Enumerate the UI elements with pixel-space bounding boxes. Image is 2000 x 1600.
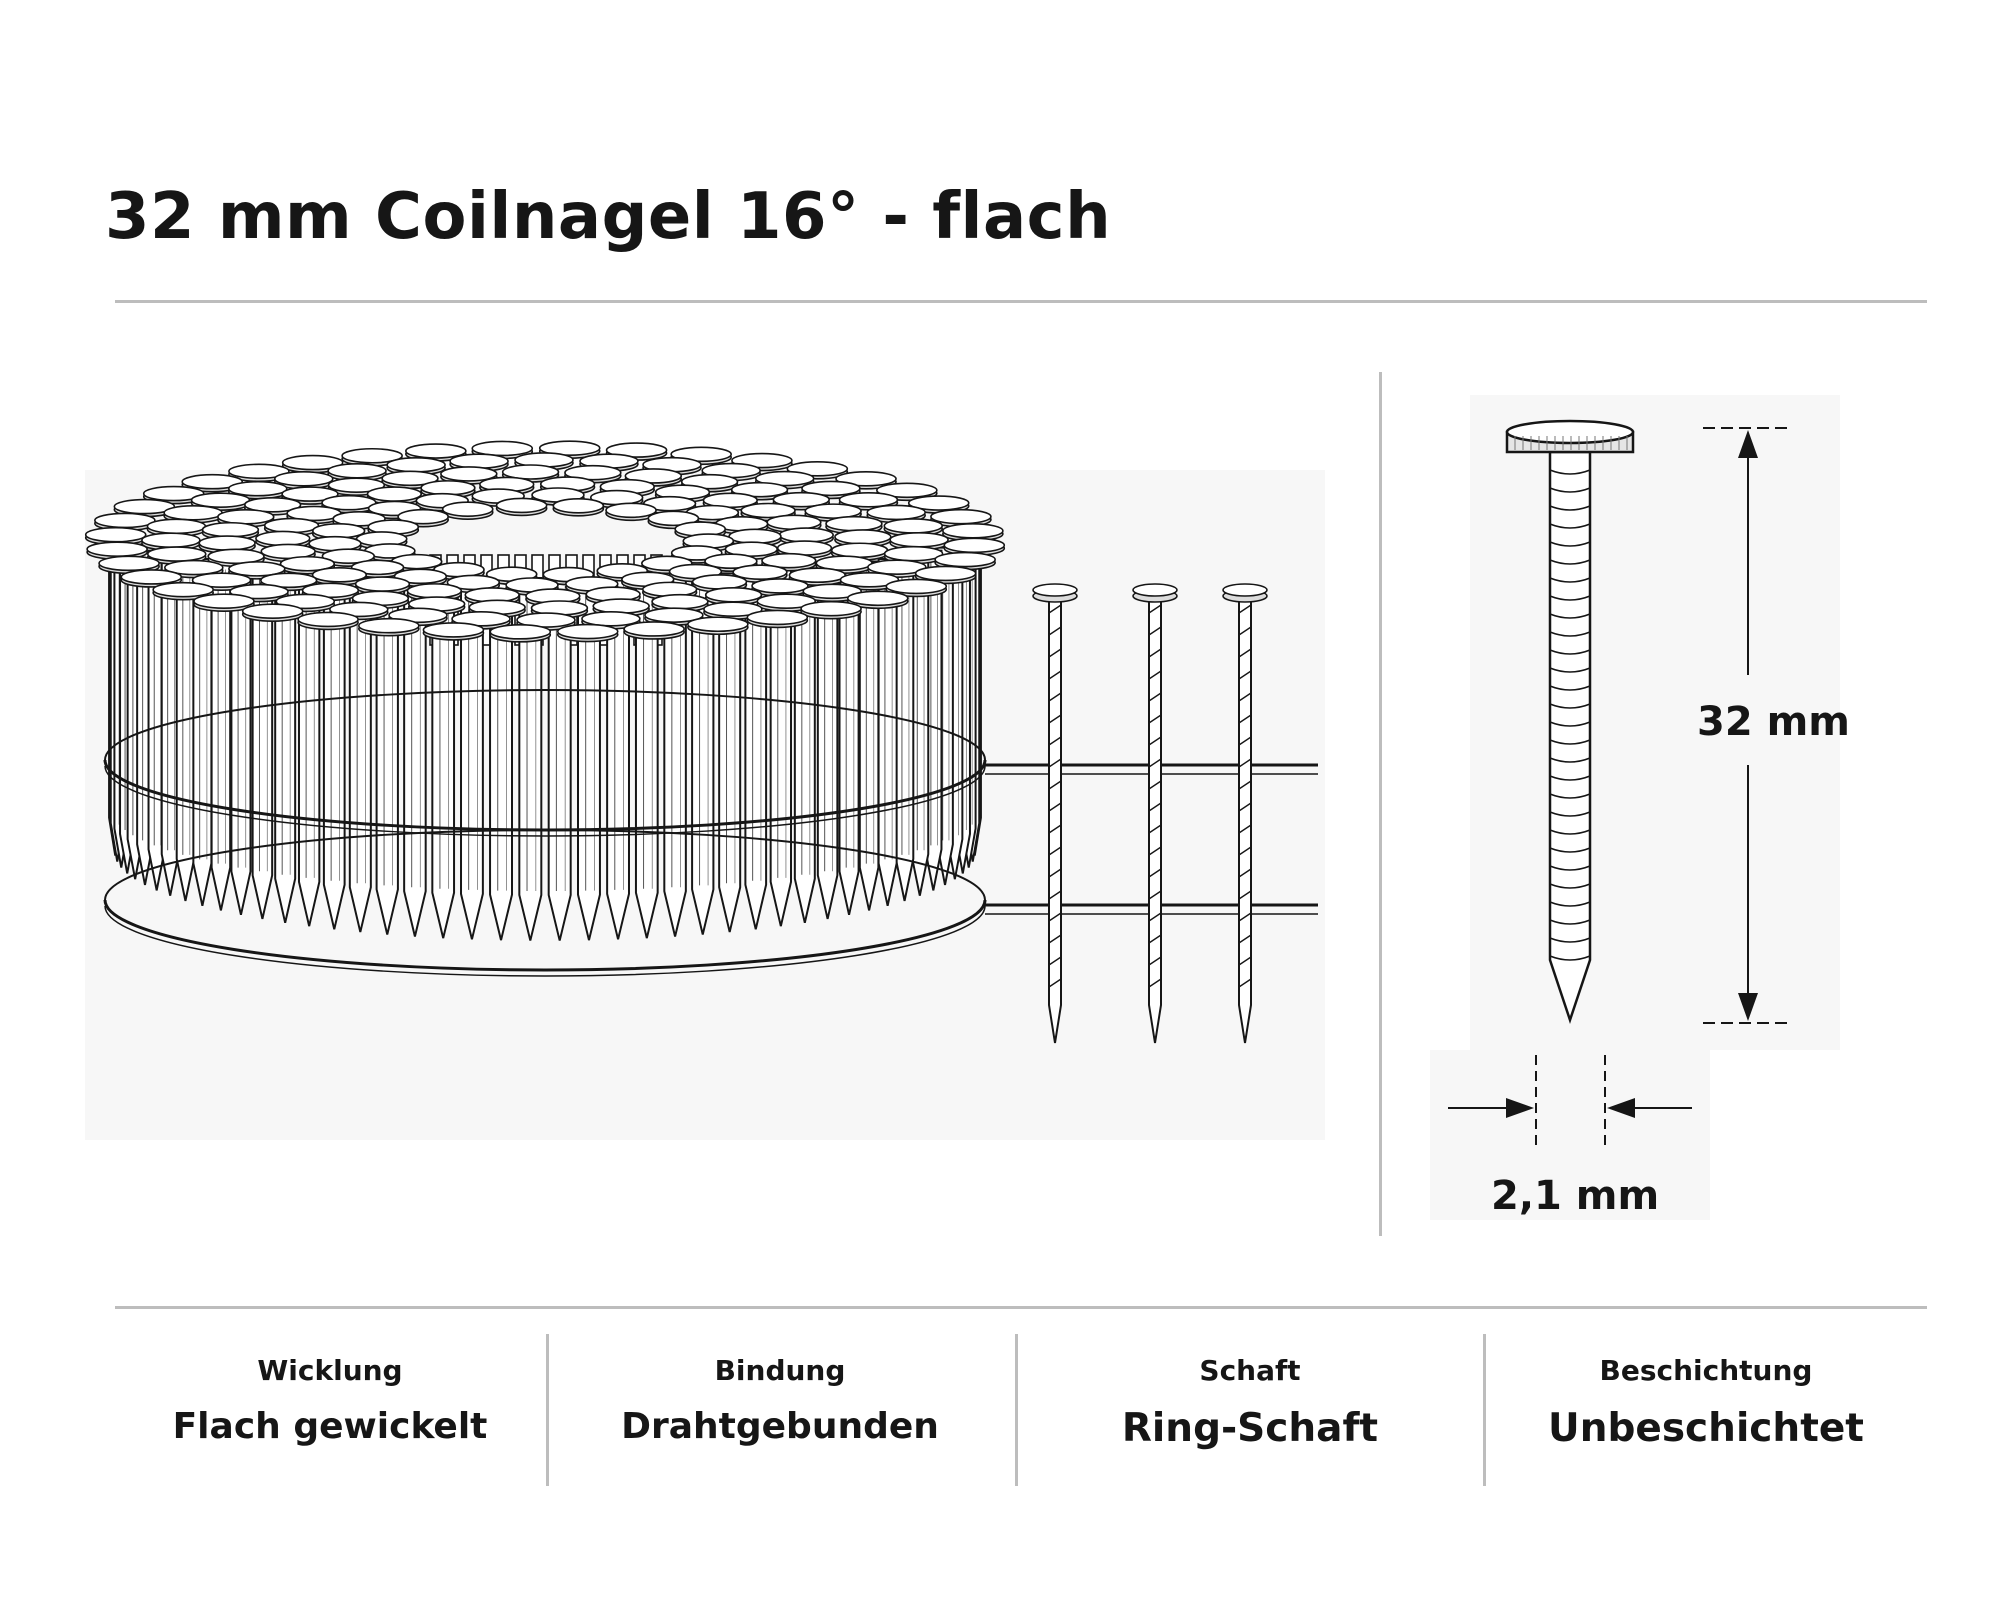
spec-table: Wicklung Flach gewickelt Bindung Drahtge… bbox=[115, 1334, 1927, 1490]
length-dimension-line bbox=[1680, 395, 1840, 1050]
coil-nail bbox=[858, 560, 880, 911]
coil-nail bbox=[348, 572, 372, 933]
nail-coil-illustration bbox=[84, 440, 1325, 1140]
spec-label: Wicklung bbox=[257, 1354, 403, 1387]
coil-front-shafts bbox=[108, 530, 982, 941]
coil-nail bbox=[460, 576, 484, 940]
coil-nail bbox=[230, 562, 252, 916]
spec-value: Ring-Schaft bbox=[1121, 1406, 1379, 1451]
title-divider bbox=[115, 300, 1927, 303]
coil-nail bbox=[793, 567, 816, 923]
diameter-dimension-line bbox=[1430, 1050, 1710, 1220]
spec-wicklung: Wicklung Flach gewickelt bbox=[115, 1334, 545, 1490]
section-divider bbox=[1379, 372, 1382, 1236]
coil-nail bbox=[744, 570, 768, 930]
coil-nail bbox=[894, 555, 915, 902]
coil-nail bbox=[877, 558, 898, 906]
spec-divider bbox=[1015, 1334, 1018, 1486]
spec-divider bbox=[1483, 1334, 1486, 1486]
spec-beschichtung: Beschichtung Unbeschichtet bbox=[1485, 1334, 1927, 1490]
loose-nail bbox=[1132, 583, 1178, 1044]
specs-divider bbox=[115, 1306, 1927, 1309]
diameter-label: 2,1 mm bbox=[1491, 1173, 1660, 1219]
coil-nail bbox=[403, 574, 427, 937]
coil-nail bbox=[175, 555, 196, 902]
coil-nail bbox=[210, 560, 232, 911]
spec-label: Bindung bbox=[714, 1354, 846, 1387]
spec-label: Beschichtung bbox=[1599, 1354, 1813, 1387]
spec-divider bbox=[546, 1334, 549, 1486]
coil-binding-wires bbox=[103, 689, 1318, 977]
spec-schaft: Schaft Ring-Schaft bbox=[1015, 1334, 1485, 1490]
spec-value: Drahtgebunden bbox=[621, 1406, 939, 1447]
page-title: 32 mm Coilnagel 16° - flach bbox=[105, 180, 1112, 254]
loose-nail bbox=[1222, 583, 1268, 1044]
spec-label: Schaft bbox=[1199, 1354, 1301, 1387]
spec-value: Unbeschichtet bbox=[1548, 1406, 1864, 1451]
loose-nails-illustration bbox=[1032, 583, 1268, 1044]
spec-bindung: Bindung Drahtgebunden bbox=[545, 1334, 1015, 1490]
coil-nail bbox=[297, 569, 321, 927]
coil-nail bbox=[816, 565, 839, 920]
length-label: 32 mm bbox=[1697, 699, 1850, 745]
loose-nail bbox=[1032, 583, 1078, 1044]
spec-value: Flach gewickelt bbox=[172, 1406, 488, 1447]
coil-nail-heads bbox=[84, 440, 1006, 643]
